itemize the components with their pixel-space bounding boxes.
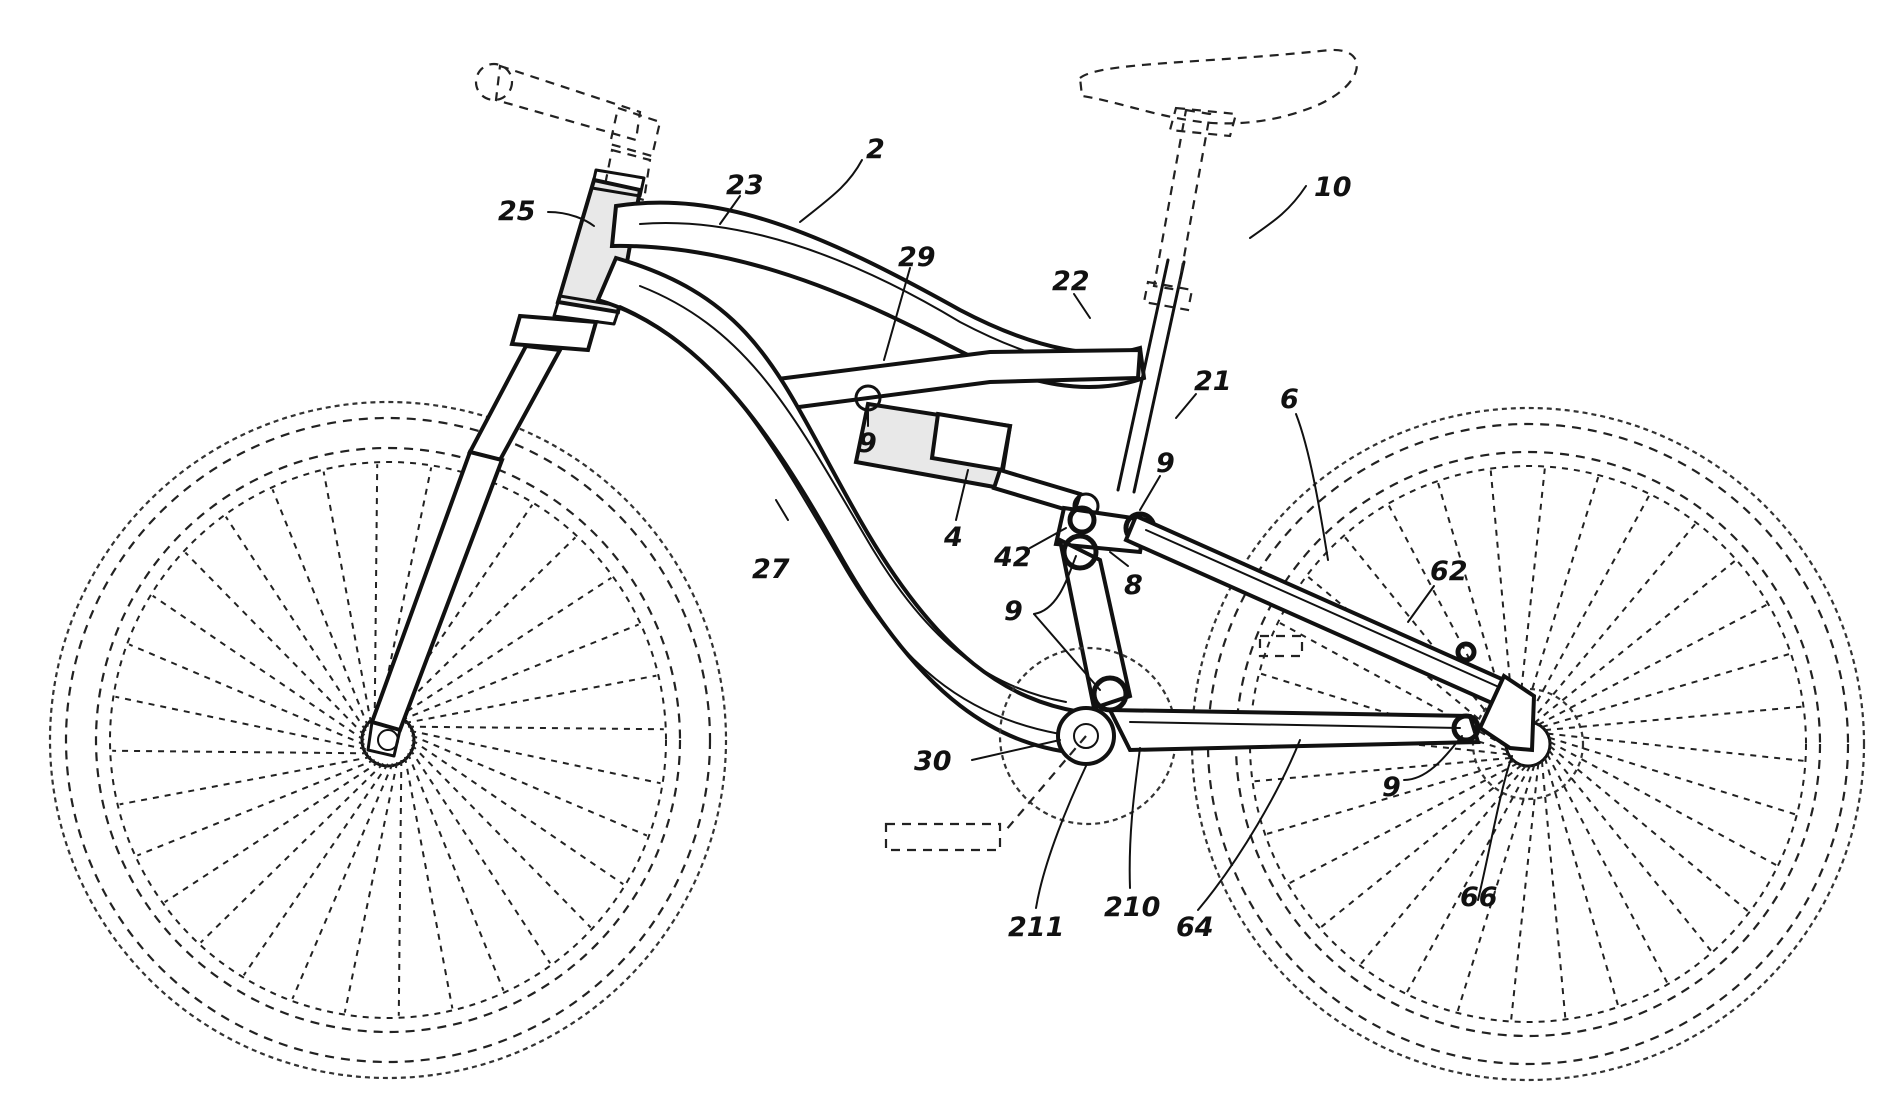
spoke bbox=[1550, 746, 1748, 911]
spoke bbox=[1549, 738, 1795, 815]
spoke bbox=[399, 760, 402, 1016]
label-9-rocker: 9 bbox=[1156, 448, 1175, 479]
spoke bbox=[165, 762, 379, 902]
spoke bbox=[1526, 496, 1649, 722]
leader-64 bbox=[1198, 740, 1300, 910]
label-2: 2 bbox=[866, 134, 885, 165]
label-23: 23 bbox=[726, 170, 764, 201]
fork-stanchion bbox=[470, 346, 560, 460]
front-spokes bbox=[112, 464, 664, 1016]
spoke bbox=[115, 697, 365, 749]
label-9-shock: 9 bbox=[858, 428, 877, 459]
spoke bbox=[292, 764, 392, 999]
leader-210 bbox=[1130, 748, 1140, 888]
label-4: 4 bbox=[943, 522, 963, 553]
rear-shock bbox=[856, 386, 1098, 518]
spoke bbox=[405, 676, 656, 723]
spoke bbox=[120, 757, 371, 804]
handlebar-stem bbox=[496, 66, 640, 140]
spoke bbox=[1542, 761, 1565, 1017]
label-42: 42 bbox=[993, 542, 1032, 573]
label-25: 25 bbox=[498, 196, 536, 227]
spoke bbox=[324, 472, 371, 723]
handlebar-assembly bbox=[476, 64, 660, 200]
label-6: 6 bbox=[1280, 384, 1299, 415]
leader-22 bbox=[1074, 294, 1090, 318]
spoke bbox=[1530, 524, 1695, 722]
leader-lines bbox=[548, 160, 1512, 910]
label-10: 10 bbox=[1314, 172, 1352, 203]
front-tire-outer bbox=[50, 402, 726, 1078]
spoke bbox=[345, 762, 397, 1012]
seat-post bbox=[1154, 110, 1210, 290]
spoke bbox=[1290, 763, 1518, 883]
shock-reservoir bbox=[932, 414, 1010, 470]
label-21: 21 bbox=[1194, 366, 1232, 397]
spoke bbox=[408, 727, 664, 730]
spoke bbox=[412, 735, 647, 835]
front-wheel bbox=[50, 402, 726, 1078]
spoke bbox=[226, 517, 366, 731]
spoke bbox=[129, 644, 364, 744]
label-29: 29 bbox=[898, 242, 936, 273]
chain-stay bbox=[1110, 710, 1478, 750]
spoke bbox=[405, 757, 452, 1008]
spoke bbox=[1407, 766, 1530, 992]
spoke bbox=[410, 749, 550, 963]
label-62: 62 bbox=[1430, 556, 1468, 587]
spoke bbox=[1511, 763, 1538, 1019]
handlebar-grip bbox=[476, 64, 512, 100]
leader-62 bbox=[1408, 586, 1434, 622]
spoke bbox=[412, 745, 591, 928]
spoke bbox=[1522, 477, 1599, 723]
shock-shaft bbox=[994, 470, 1080, 512]
spoke bbox=[1545, 707, 1801, 730]
seat-stay bbox=[1126, 516, 1522, 712]
leader-2 bbox=[800, 160, 862, 222]
leader-10 bbox=[1250, 186, 1306, 238]
label-22: 22 bbox=[1052, 266, 1090, 297]
spoke bbox=[375, 464, 378, 720]
front-rim-outer bbox=[96, 448, 680, 1032]
spoke bbox=[410, 731, 660, 783]
pedal bbox=[886, 824, 1000, 850]
leader-21 bbox=[1176, 394, 1196, 418]
label-66: 66 bbox=[1460, 882, 1498, 913]
spoke bbox=[112, 751, 368, 754]
saddle bbox=[1080, 50, 1357, 123]
label-27: 27 bbox=[752, 554, 790, 585]
spoke bbox=[1547, 734, 1803, 761]
label-210: 210 bbox=[1104, 892, 1160, 923]
label-8: 8 bbox=[1124, 570, 1143, 601]
derailleur-bracket bbox=[1260, 636, 1302, 656]
label-9-rear: 9 bbox=[1382, 772, 1401, 803]
front-rim-inner bbox=[110, 462, 666, 1018]
label-211: 211 bbox=[1008, 912, 1064, 943]
seatstay-pivot bbox=[1458, 644, 1474, 660]
main-frame bbox=[554, 50, 1357, 754]
leader-6 bbox=[1296, 414, 1328, 560]
frame-strut bbox=[770, 350, 1140, 410]
seat-post-collar bbox=[1144, 282, 1192, 310]
spoke bbox=[1547, 754, 1667, 982]
reference-labels: 2 10 23 25 29 22 21 6 9 9 4 42 8 27 62 9… bbox=[498, 134, 1498, 943]
leader-27 bbox=[776, 500, 788, 520]
leader-9-rocker bbox=[1140, 476, 1160, 510]
label-9-lower: 9 bbox=[1004, 596, 1023, 627]
spoke bbox=[1550, 742, 1776, 865]
spoke bbox=[1538, 605, 1766, 725]
front-fork bbox=[368, 316, 596, 756]
leader-30 bbox=[972, 740, 1060, 760]
stem-clamp bbox=[610, 108, 660, 156]
spoke bbox=[185, 553, 364, 736]
label-64: 64 bbox=[1176, 912, 1214, 943]
front-tire-inner bbox=[66, 418, 710, 1062]
leader-8 bbox=[1110, 552, 1128, 566]
label-30: 30 bbox=[914, 746, 952, 777]
spoke bbox=[201, 764, 384, 943]
